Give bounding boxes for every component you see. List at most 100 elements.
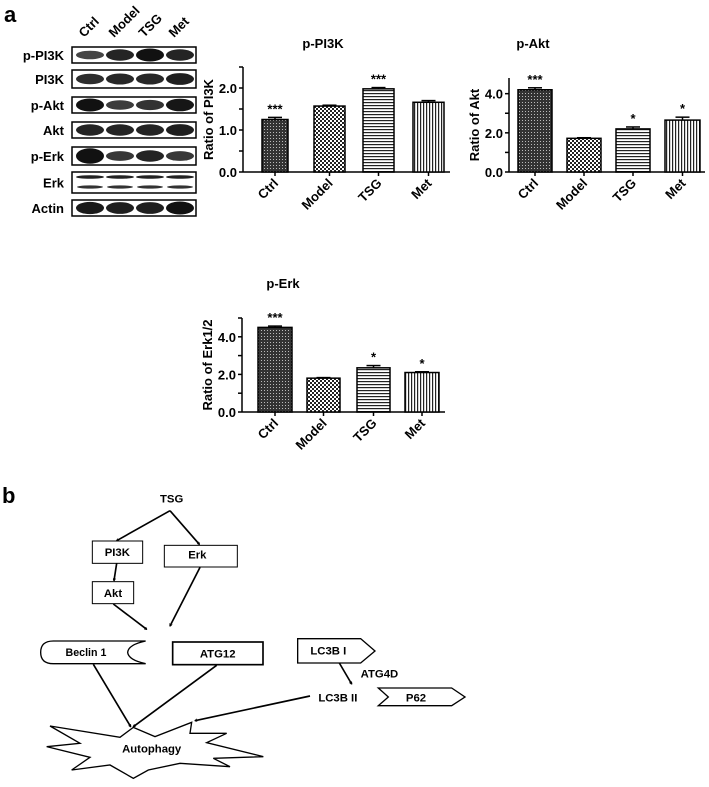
label-atg4d: ATG4D	[361, 669, 399, 681]
lane-label: Met	[166, 13, 193, 40]
blot-frame	[71, 171, 197, 194]
bar-tsg	[362, 88, 395, 173]
row-label: p-PI3K	[23, 48, 65, 63]
bar-model	[313, 105, 346, 173]
blot-band	[106, 151, 134, 161]
x-tick-label: Met	[402, 415, 429, 442]
row-label: p-Erk	[31, 149, 65, 164]
arrow-beclin-autophagy	[92, 663, 132, 726]
blot-band	[76, 201, 104, 215]
node-pi3k: PI3K	[105, 547, 131, 559]
bar-met	[664, 119, 701, 173]
node-akt: Akt	[104, 588, 122, 600]
y-tick-label: 0.0	[485, 165, 503, 180]
bar-met	[404, 371, 440, 413]
x-tick-label: Ctrl	[255, 416, 281, 442]
bar-model	[306, 377, 341, 413]
pathway-diagram: TSG PI3K Erk Akt Beclin 1 ATG12 LC3B I A…	[39, 494, 467, 780]
y-tick-label: 2.0	[218, 367, 236, 382]
blot-band	[136, 175, 164, 179]
y-tick-label: 4.0	[218, 330, 236, 345]
blot-band	[167, 185, 193, 189]
blot-band	[136, 48, 164, 62]
bar-ctrl	[257, 326, 293, 413]
blot-band	[76, 175, 104, 179]
node-autophagy: Autophagy	[122, 744, 182, 756]
row-label: Erk	[43, 176, 65, 191]
y-tick-label: 0.0	[218, 405, 236, 420]
blot-band	[137, 185, 163, 189]
x-tick-label: Ctrl	[515, 176, 541, 202]
blot-band	[106, 202, 134, 214]
y-axis-label: Ratio of Akt	[467, 88, 482, 161]
blot-band	[136, 150, 164, 162]
blot-band	[166, 175, 194, 179]
row-label: Actin	[32, 201, 65, 216]
blot-band	[76, 50, 104, 60]
significance-mark: ***	[527, 72, 543, 87]
node-atg12-box	[171, 641, 264, 666]
blot-band	[77, 185, 103, 189]
bar-model	[566, 137, 602, 173]
row-label: PI3K	[35, 72, 65, 87]
arrow-lc3b1-lc3b2	[338, 662, 353, 684]
y-axis-label: Ratio of PI3K	[201, 78, 216, 160]
blot-band	[136, 73, 164, 85]
blot-band	[136, 202, 164, 214]
blot-band	[106, 73, 134, 85]
x-tick-label: Model	[292, 416, 329, 453]
chart-title: p-Erk	[266, 276, 300, 291]
arrow-tsg-pi3k	[117, 509, 171, 542]
chart-title: p-Akt	[516, 36, 550, 51]
y-tick-label: 2.0	[485, 126, 503, 141]
x-tick-label: Met	[408, 175, 435, 202]
significance-mark: *	[371, 350, 377, 365]
row-label: Akt	[43, 123, 65, 138]
arrow-akt-beclin	[112, 603, 146, 629]
blot-band	[166, 151, 194, 161]
node-erk: Erk	[188, 550, 207, 562]
significance-mark: *	[630, 111, 636, 126]
x-tick-label: Ctrl	[255, 176, 281, 202]
x-tick-label: TSG	[355, 176, 385, 206]
arrow-atg12-autophagy	[133, 664, 218, 726]
blot-band	[107, 185, 133, 189]
y-axis-label: Ratio of Erk1/2	[200, 319, 215, 410]
row-label: p-Akt	[31, 98, 65, 113]
node-lc3b2: LC3B II	[318, 692, 357, 704]
y-tick-label: 4.0	[485, 87, 503, 102]
y-tick-label: 0.0	[219, 165, 237, 180]
blot-band	[106, 100, 134, 110]
significance-mark: ***	[267, 310, 283, 325]
blot-band	[136, 124, 164, 136]
panel-label-b: b	[2, 483, 15, 508]
significance-mark: ***	[267, 101, 283, 116]
arrow-tsg-erk	[169, 510, 199, 545]
autophagy-burst	[46, 721, 264, 780]
bar-ctrl	[517, 89, 553, 173]
node-p62: P62	[406, 692, 426, 704]
blot-band	[166, 73, 194, 85]
bar-ctrl	[261, 118, 289, 173]
blot-band	[136, 99, 164, 111]
blot-band	[166, 201, 194, 215]
blot-band	[106, 49, 134, 61]
significance-mark: *	[419, 356, 425, 371]
significance-mark: *	[680, 101, 686, 116]
node-akt-box	[91, 581, 135, 605]
bar-met	[412, 101, 445, 173]
blot-band	[76, 73, 104, 85]
node-lc3b1-shape	[296, 637, 377, 664]
blot-band	[76, 148, 104, 164]
x-tick-label: TSG	[350, 416, 380, 446]
arrow-pi3k-akt	[114, 563, 118, 580]
lane-label: Ctrl	[76, 14, 102, 40]
blot-band	[76, 98, 104, 112]
node-erk-box	[163, 544, 238, 568]
blot-band	[166, 98, 194, 112]
node-p62-shape	[376, 687, 467, 707]
